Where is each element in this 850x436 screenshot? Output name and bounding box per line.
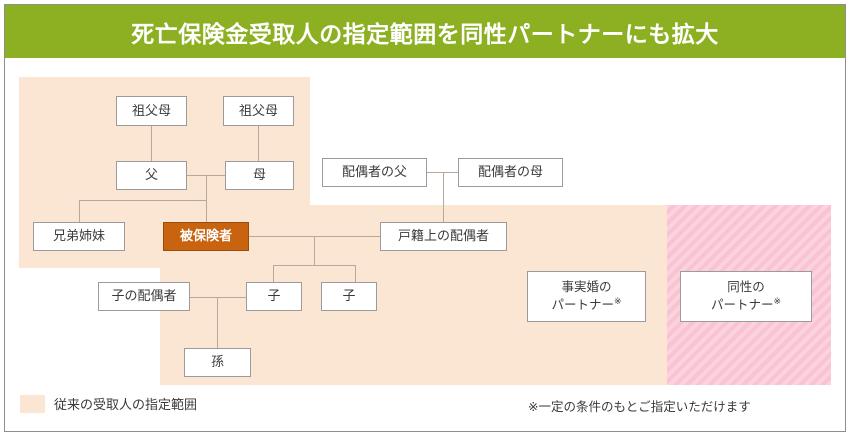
connector-spouse-parents bbox=[427, 172, 458, 173]
connector-grandparents-paternal-father bbox=[151, 126, 152, 161]
connector-grandparents-maternal-mother bbox=[258, 126, 259, 161]
legend-swatch-legacy-range bbox=[20, 394, 45, 413]
node-label-line2: パートナー※ bbox=[711, 295, 781, 314]
connector-spouse-parents-dropline bbox=[443, 172, 444, 222]
node-label: 孫 bbox=[210, 354, 224, 370]
node-label: 配偶者の父 bbox=[341, 164, 407, 180]
connector-grandchild-dropline bbox=[217, 297, 218, 348]
node-siblings[interactable]: 兄弟姉妹 bbox=[33, 222, 125, 251]
connector-child1-drop bbox=[273, 265, 274, 282]
node-same-sex-partner[interactable]: 同性の パートナー※ bbox=[680, 271, 812, 322]
node-insured[interactable]: 被保険者 bbox=[163, 222, 249, 251]
connector-sibling-busbar bbox=[79, 200, 206, 201]
node-label: 父 bbox=[144, 167, 158, 183]
connector-child2-drop bbox=[355, 265, 356, 282]
node-label: 子 bbox=[342, 288, 356, 304]
node-label-line2: パートナー※ bbox=[551, 295, 621, 314]
legend-label: 従来の受取人の指定範囲 bbox=[54, 397, 198, 412]
node-label-line1: 同性の bbox=[727, 279, 765, 294]
node-father[interactable]: 父 bbox=[116, 161, 187, 190]
node-child-spouse[interactable]: 子の配偶者 bbox=[98, 282, 190, 311]
node-label: 被保険者 bbox=[179, 228, 232, 244]
title-bar: 死亡保険金受取人の指定範囲を同性パートナーにも拡大 bbox=[5, 5, 845, 58]
node-legal-spouse[interactable]: 戸籍上の配偶者 bbox=[380, 222, 507, 251]
node-grandparents-paternal[interactable]: 祖父母 bbox=[116, 96, 187, 126]
connector-children-dropline bbox=[314, 236, 315, 265]
node-label: 子の配偶者 bbox=[111, 288, 177, 304]
node-label: 戸籍上の配偶者 bbox=[397, 228, 489, 244]
node-child-2[interactable]: 子 bbox=[321, 282, 377, 311]
node-label: 兄弟姉妹 bbox=[52, 228, 105, 244]
connector-parents-dropline bbox=[206, 175, 207, 222]
partner-word: パートナー bbox=[551, 298, 614, 313]
node-spouse-father[interactable]: 配偶者の父 bbox=[322, 158, 427, 187]
node-label-line1: 事実婚の bbox=[561, 279, 612, 294]
node-label: 配偶者の母 bbox=[477, 164, 543, 180]
node-mother[interactable]: 母 bbox=[225, 161, 294, 190]
node-common-law-partner[interactable]: 事実婚の パートナー※ bbox=[527, 271, 646, 322]
node-grandchild[interactable]: 孫 bbox=[184, 348, 251, 377]
connector-child-spouse-link bbox=[190, 297, 246, 298]
node-child-1[interactable]: 子 bbox=[246, 282, 302, 311]
connector-children-busbar bbox=[273, 265, 355, 266]
node-label: 祖父母 bbox=[131, 102, 171, 118]
connector-siblings-drop bbox=[79, 200, 80, 222]
footnote-text: ※一定の条件のもとご指定いただけます bbox=[528, 400, 751, 414]
node-label: 子 bbox=[267, 288, 281, 304]
node-spouse-mother[interactable]: 配偶者の母 bbox=[458, 158, 563, 187]
footnote-mark: ※ bbox=[773, 296, 782, 307]
node-grandparents-maternal[interactable]: 祖父母 bbox=[223, 96, 294, 126]
node-label: 母 bbox=[252, 167, 266, 183]
partner-word: パートナー bbox=[710, 298, 774, 313]
footnote-mark: ※ bbox=[613, 296, 622, 307]
page-title: 死亡保険金受取人の指定範囲を同性パートナーにも拡大 bbox=[131, 20, 719, 47]
legend: 従来の受取人の指定範囲 bbox=[20, 394, 197, 413]
node-label: 祖父母 bbox=[238, 102, 278, 118]
